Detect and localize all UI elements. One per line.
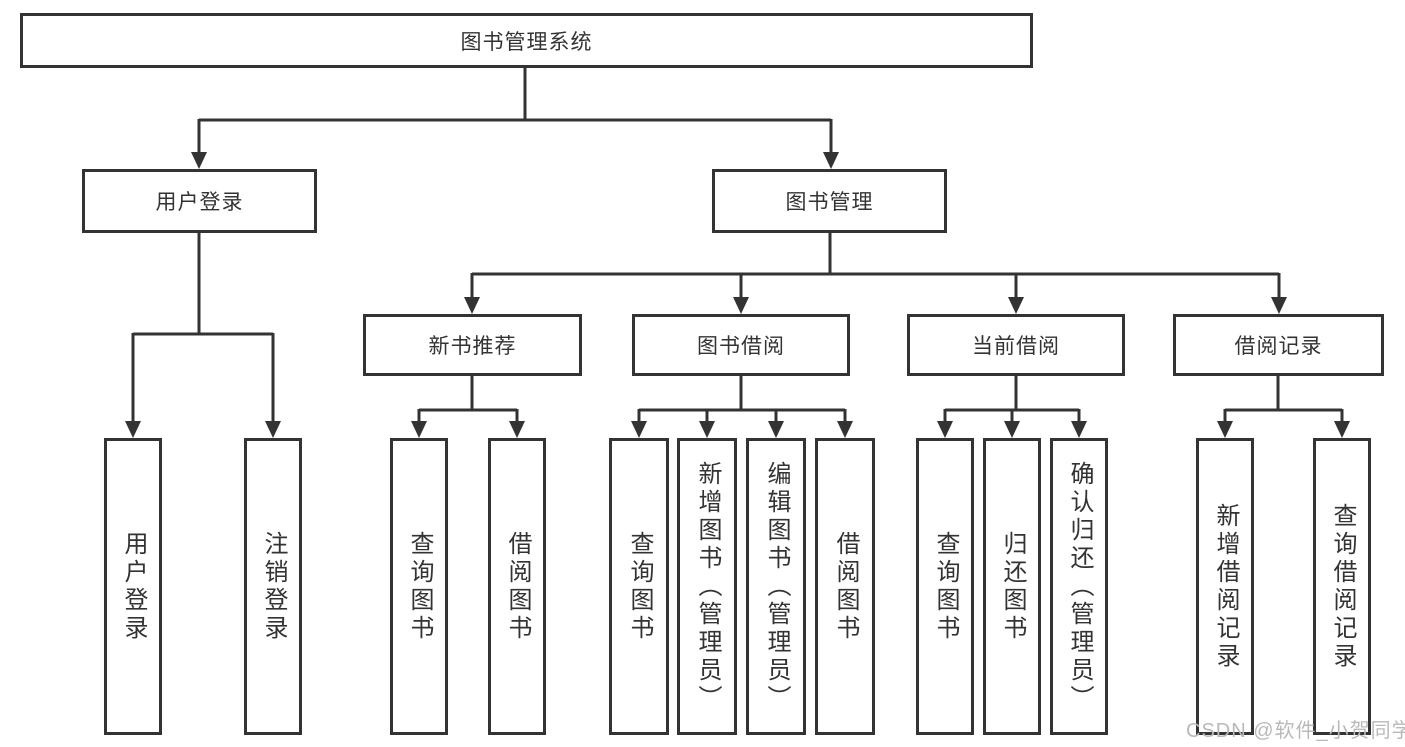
node-new-book-recommendation: 新书推荐 — [363, 314, 582, 376]
leaf-add-borrow-record: 新增借阅记录 — [1196, 438, 1254, 735]
leaf-recommend-borrow-books: 借阅图书 — [488, 438, 546, 735]
leaf-confirm-return-admin: 确认归还（管理员） — [1050, 438, 1108, 735]
connector-borrowing-records-to-children — [1217, 376, 1350, 438]
leaf-edit-books-admin-label: 编辑图书（管理员） — [763, 460, 790, 713]
leaf-add-books-admin: 新增图书（管理员） — [677, 438, 737, 735]
node-user-login-label: 用户登录 — [155, 191, 244, 214]
node-new-book-recommendation-label: 新书推荐 — [428, 335, 517, 358]
leaf-current-query-books: 查询图书 — [916, 438, 974, 735]
node-current-borrowing: 当前借阅 — [907, 314, 1125, 376]
leaf-user-login: 用户登录 — [104, 438, 162, 735]
leaf-borrow-query-books-label: 查询图书 — [626, 530, 653, 643]
leaf-edit-books-admin: 编辑图书（管理员） — [746, 438, 806, 735]
node-book-borrowing: 图书借阅 — [632, 314, 850, 376]
node-borrowing-records: 借阅记录 — [1173, 314, 1384, 376]
node-book-management: 图书管理 — [712, 169, 947, 233]
leaf-borrow-query-books: 查询图书 — [609, 438, 669, 735]
leaf-recommend-query-books: 查询图书 — [390, 438, 448, 735]
node-root-library-management-system: 图书管理系统 — [20, 13, 1033, 68]
leaf-add-books-admin-label: 新增图书（管理员） — [694, 460, 721, 713]
leaf-user-login-label: 用户登录 — [120, 530, 147, 643]
connector-root-to-children — [191, 68, 839, 169]
leaf-logout: 注销登录 — [244, 438, 302, 735]
connector-book-management-to-children — [464, 233, 1287, 314]
connector-user-login-to-children — [125, 233, 281, 438]
leaf-recommend-borrow-books-label: 借阅图书 — [504, 530, 531, 643]
node-root-label: 图书管理系统 — [460, 30, 593, 54]
leaf-query-borrow-record-label: 查询借阅记录 — [1329, 502, 1356, 671]
node-user-login: 用户登录 — [82, 169, 317, 233]
node-book-management-label: 图书管理 — [785, 191, 874, 214]
leaf-confirm-return-admin-label: 确认归还（管理员） — [1066, 460, 1093, 713]
connector-current-borrowing-to-children — [937, 376, 1087, 438]
leaf-borrow-books: 借阅图书 — [815, 438, 875, 735]
leaf-recommend-query-books-label: 查询图书 — [406, 530, 433, 643]
node-borrowing-records-label: 借阅记录 — [1234, 335, 1323, 358]
leaf-borrow-books-label: 借阅图书 — [832, 530, 859, 643]
leaf-query-borrow-record: 查询借阅记录 — [1313, 438, 1371, 735]
node-book-borrowing-label: 图书借阅 — [697, 335, 785, 358]
leaf-return-books-label: 归还图书 — [999, 530, 1026, 643]
csdn-watermark: CSDN @软件_小贺同学 — [1186, 720, 1405, 742]
connector-book-borrowing-to-children — [631, 376, 853, 438]
node-current-borrowing-label: 当前借阅 — [972, 335, 1060, 358]
leaf-current-query-books-label: 查询图书 — [932, 530, 959, 643]
connector-new-book-recommendation-to-children — [411, 376, 525, 438]
leaf-logout-label: 注销登录 — [260, 530, 287, 643]
leaf-return-books: 归还图书 — [983, 438, 1041, 735]
leaf-add-borrow-record-label: 新增借阅记录 — [1212, 502, 1239, 671]
